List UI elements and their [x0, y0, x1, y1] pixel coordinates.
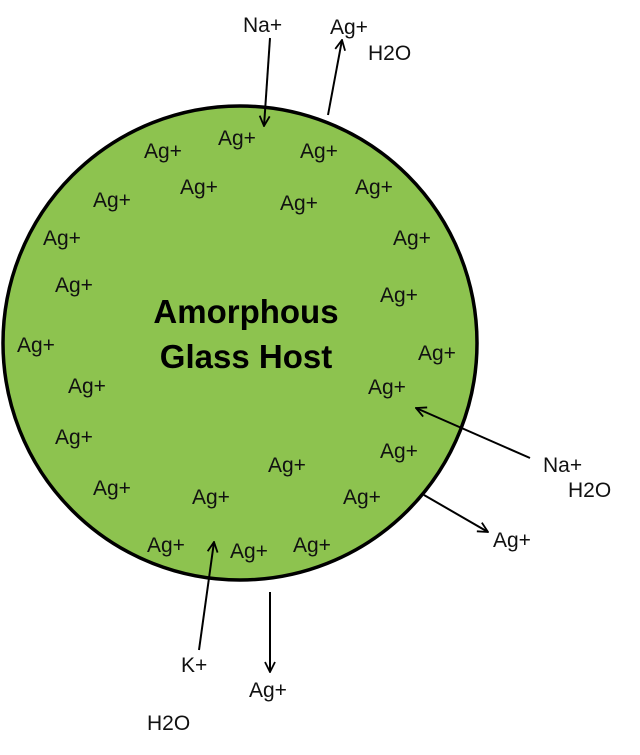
ag-ion: Ag+: [68, 375, 106, 398]
ag-ion: Ag+: [418, 342, 456, 365]
water-label-right: H2O: [568, 479, 611, 502]
arrow-into-glass-right: [416, 408, 531, 459]
ag-ion: Ag+: [293, 534, 331, 557]
incoming-na-ion-top: Na+: [243, 14, 282, 37]
ag-ion: Ag+: [43, 227, 81, 250]
incoming-na-ion-right: Na+: [543, 454, 582, 477]
water-label-bottom: H2O: [147, 712, 190, 735]
arrow-out-of-glass-top: [327, 40, 342, 116]
arrow-into-glass-bottom: [198, 542, 214, 651]
ag-ion: Ag+: [393, 227, 431, 250]
glass-host-circle: [1, 104, 479, 582]
arrow-into-glass-top: [264, 37, 271, 126]
arrow-out-of-glass-right: [423, 494, 488, 532]
ag-ion: Ag+: [343, 486, 381, 509]
ag-ion: Ag+: [192, 486, 230, 509]
ag-ion: Ag+: [380, 440, 418, 463]
ag-ion: Ag+: [55, 274, 93, 297]
ag-ion: Ag+: [380, 284, 418, 307]
ag-ion: Ag+: [93, 477, 131, 500]
host-title-line1: Amorphous: [153, 293, 338, 330]
ag-ion: Ag+: [268, 454, 306, 477]
ag-ion: Ag+: [218, 127, 256, 150]
ag-ion: Ag+: [280, 192, 318, 215]
incoming-k-ion-bottom: K+: [181, 654, 207, 677]
ag-ion: Ag+: [355, 176, 393, 199]
ag-ion: Ag+: [180, 176, 218, 199]
host-title-line2: Glass Host: [160, 338, 332, 375]
ag-ion: Ag+: [230, 540, 268, 563]
ag-ion: Ag+: [144, 140, 182, 163]
ag-ion: Ag+: [93, 189, 131, 212]
ag-ion: Ag+: [368, 376, 406, 399]
ag-ion: Ag+: [300, 140, 338, 163]
ag-ion: Ag+: [55, 426, 93, 449]
water-label-top: H2O: [368, 42, 411, 65]
outgoing-ag-ion-right: Ag+: [493, 529, 531, 552]
ag-ion: Ag+: [17, 334, 55, 357]
outgoing-ag-ion-bottom: Ag+: [249, 679, 287, 702]
ag-ion: Ag+: [147, 534, 185, 557]
outgoing-ag-ion-top: Ag+: [330, 16, 368, 39]
